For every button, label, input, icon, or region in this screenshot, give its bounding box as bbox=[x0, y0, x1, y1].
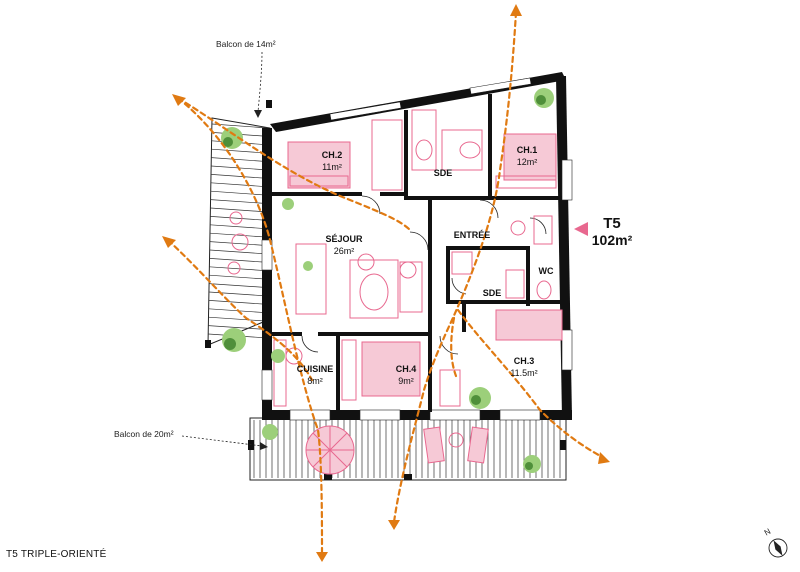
room-label-ch1: CH.1 12m² bbox=[517, 145, 538, 167]
room-name: CUISINE bbox=[297, 364, 334, 374]
plant-icon bbox=[469, 387, 491, 409]
deck-plank bbox=[209, 258, 269, 263]
room-label-ch3: CH.3 11.5m² bbox=[510, 356, 537, 378]
compass-north-label: N bbox=[763, 527, 773, 538]
deck-plank bbox=[208, 316, 269, 322]
room-label-sde-top: SDE bbox=[434, 168, 453, 178]
room-area: 8m² bbox=[307, 376, 323, 386]
deck-plank bbox=[210, 232, 269, 238]
airflow-arrows bbox=[162, 4, 610, 562]
deck-plank bbox=[208, 300, 269, 305]
room-area: 12m² bbox=[517, 157, 538, 167]
plant-icon bbox=[221, 127, 243, 149]
deck-plank bbox=[210, 207, 269, 213]
room-label-ch4: CH.4 9m² bbox=[396, 364, 417, 386]
balcony-west-label: Balcon de 14m² bbox=[216, 39, 276, 49]
deck-plank bbox=[211, 148, 269, 154]
plant-icon bbox=[534, 88, 554, 108]
room-area: 11m² bbox=[322, 162, 342, 172]
room-name: CH.3 bbox=[514, 356, 535, 366]
deck-plank bbox=[209, 283, 269, 288]
unit-total-area: 102m² bbox=[592, 232, 633, 248]
room-label-wc: WC bbox=[539, 266, 554, 276]
plant-icon bbox=[222, 328, 246, 352]
balcony-south-label: Balcon de 20m² bbox=[114, 429, 174, 439]
plant-icon bbox=[303, 261, 313, 271]
interior-walls bbox=[272, 94, 562, 412]
room-name: SDE bbox=[434, 168, 453, 178]
deck-plank bbox=[211, 157, 269, 162]
deck-plank bbox=[209, 266, 269, 272]
room-label-cuisine: CUISINE 8m² bbox=[297, 364, 334, 386]
room-label-entree: ENTRÉE bbox=[454, 230, 491, 240]
deck-plank bbox=[210, 224, 269, 230]
room-name: SDE bbox=[483, 288, 502, 298]
room-name: CH.2 bbox=[322, 150, 343, 160]
deck-plank bbox=[209, 241, 269, 246]
deck-plank bbox=[210, 190, 269, 196]
deck-plank bbox=[209, 274, 269, 280]
plant-icon bbox=[271, 349, 285, 363]
room-label-ch2: CH.2 11m² bbox=[322, 150, 343, 172]
room-name: CH.1 bbox=[517, 145, 538, 155]
plan-caption: T5 TRIPLE-ORIENTÉ bbox=[6, 547, 107, 560]
room-name: WC bbox=[539, 266, 554, 276]
room-label-sde-mid: SDE bbox=[483, 288, 502, 298]
deck-plank bbox=[208, 325, 269, 330]
deck-plank bbox=[210, 182, 269, 188]
deck-plank bbox=[211, 123, 269, 129]
compass-icon: N bbox=[763, 527, 788, 558]
balcony-south bbox=[248, 417, 567, 481]
room-label-sejour: SÉJOUR 26m² bbox=[325, 234, 363, 256]
room-area: 9m² bbox=[398, 376, 414, 386]
annotation-leaders bbox=[181, 51, 268, 450]
room-area: 11.5m² bbox=[510, 368, 537, 378]
room-name: ENTRÉE bbox=[454, 230, 491, 240]
deck-plank bbox=[211, 174, 269, 179]
deck-plank bbox=[210, 216, 269, 221]
plant-icon bbox=[523, 455, 541, 473]
deck-plank bbox=[209, 249, 269, 255]
deck-plank bbox=[210, 199, 269, 204]
room-name: CH.4 bbox=[396, 364, 417, 374]
unit-type-label: T5 bbox=[603, 215, 621, 232]
entrance-marker-icon bbox=[574, 222, 588, 236]
room-name: SÉJOUR bbox=[325, 234, 363, 244]
plant-icon bbox=[262, 424, 278, 440]
plants bbox=[221, 88, 554, 473]
plant-icon bbox=[282, 198, 294, 210]
room-area: 26m² bbox=[334, 246, 355, 256]
furniture bbox=[227, 109, 563, 475]
